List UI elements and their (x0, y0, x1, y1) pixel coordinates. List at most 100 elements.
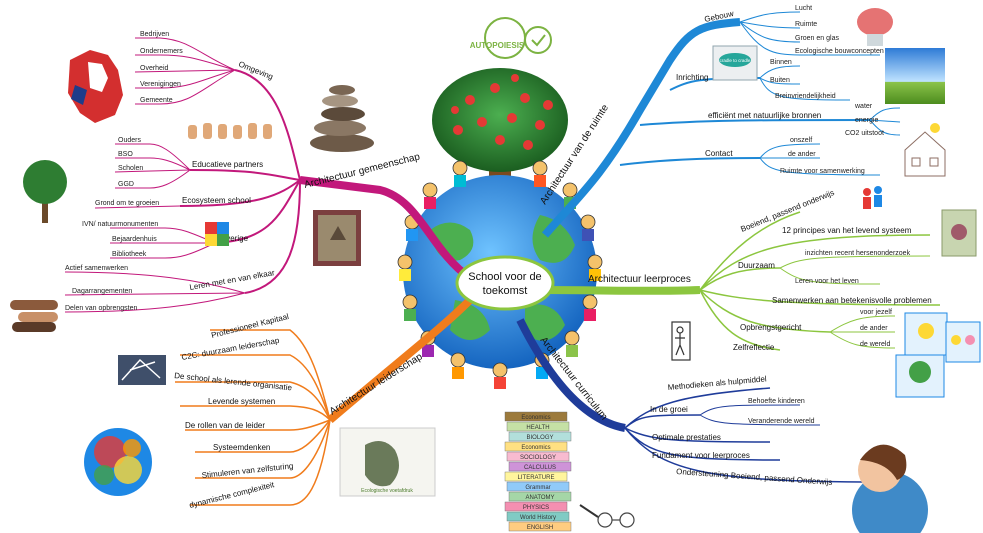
node-omgeving[interactable]: Omgeving (237, 60, 274, 82)
book-title: ANATOMY (525, 495, 554, 501)
branch-curriculum (516, 318, 881, 483)
leaf-energie[interactable]: energie (855, 117, 878, 124)
node-groei[interactable]: In de groei (650, 405, 688, 414)
title-leerproces[interactable]: Architectuur leerproces (588, 274, 691, 285)
leaf-de-wereld[interactable]: de wereld (860, 341, 890, 348)
node-lerende-org[interactable]: De school als lerende organisatie (174, 371, 293, 392)
leaf-de-ander[interactable]: de ander (788, 151, 816, 158)
node-zelfreflectie[interactable]: Zelfreflectie (733, 343, 775, 352)
leaf-overheid[interactable]: Overheid (140, 65, 169, 72)
book-title: HEALTH (526, 425, 549, 431)
apples (451, 74, 553, 150)
girl-image (852, 444, 928, 533)
landscape-image (885, 48, 945, 104)
book-title: LITERATURE (518, 475, 555, 481)
cradle-to-cradle-badge: cradle to cradle (712, 45, 758, 81)
glasses-image (579, 504, 635, 528)
node-principes[interactable]: 12 principes van het levend systeem (782, 226, 912, 235)
node-opbrengst[interactable]: Opbrengstgericht (740, 323, 802, 332)
book-cover-image (941, 209, 977, 257)
leaf-ruimte[interactable]: Ruimte (795, 21, 817, 28)
leaf-eco-bouw[interactable]: Ecologische bouwconcepten (795, 48, 884, 55)
hands-image (10, 300, 58, 332)
leaf-voor-jezelf[interactable]: voor jezelf (860, 309, 892, 316)
leaf-leer-de-ander[interactable]: de ander (860, 325, 888, 332)
node-samenwerken[interactable]: Samenwerken aan betekenisvolle problemen (772, 296, 932, 305)
book-title: CALCULUS (524, 465, 556, 471)
node-zelfsturing[interactable]: Stimuleren van zelfsturing (201, 461, 293, 480)
branch-leerproces (544, 211, 941, 351)
tree-crown (432, 68, 568, 172)
painting-image (313, 210, 361, 266)
leaf-verenigingen[interactable]: Verenigingen (140, 81, 181, 88)
node-efficient[interactable]: efficiënt met natuurlijke bronnen (708, 111, 821, 120)
book-spine (506, 511, 570, 522)
node-c2c[interactable]: C2C: duurzaam leiderschap (181, 336, 281, 362)
node-contact[interactable]: Contact (705, 149, 733, 158)
leaf-bibliotheek[interactable]: Bibliotheek (112, 251, 147, 258)
leaf-ivn[interactable]: IVN/ natuurmonumenten (82, 221, 158, 228)
leaf-co2[interactable]: CO2 uitstoot (845, 130, 884, 137)
node-rollen[interactable]: De rollen van de leider (185, 421, 265, 430)
eco-house-image (904, 123, 946, 177)
footprint-image: Ecologische voetafdruk (339, 427, 436, 497)
leaf-veranderende[interactable]: Veranderende wereld (748, 418, 815, 425)
autopoiesis-logo: AUTOPOIESIS (470, 17, 552, 59)
leaf-scholen[interactable]: Scholen (118, 165, 143, 172)
leaf-dagarrangementen[interactable]: Dagarrangementen (72, 288, 132, 295)
leaf-hersenonderzoek[interactable]: inzichten recent hersenonderzoek (805, 250, 911, 257)
node-prestaties[interactable]: Optimale prestaties (652, 433, 721, 442)
leaf-bedrijven[interactable]: Bedrijven (140, 31, 169, 38)
book-title: SOCIOLOGY (520, 455, 556, 461)
title-leiderschap[interactable]: Architectuur leiderschap (328, 351, 425, 417)
cartoon-panels (895, 312, 981, 398)
leaf-gemeente[interactable]: Gemeente (140, 97, 173, 104)
book-spine (504, 501, 568, 512)
center-node[interactable]: School voor de toekomst (455, 255, 555, 311)
leaf-bejaardenhuis[interactable]: Bejaardenhuis (112, 236, 157, 243)
book-spine (506, 421, 570, 432)
leaf-grond[interactable]: Grond om te groeien (95, 200, 159, 207)
people-image (863, 186, 882, 209)
leaf-ouders[interactable]: Ouders (118, 137, 141, 144)
leaf-groen[interactable]: Groen en glas (795, 35, 839, 42)
node-duurzaam[interactable]: Duurzaam (738, 261, 775, 270)
book-title: Economics (521, 445, 550, 451)
node-overige[interactable]: Overige (220, 234, 249, 243)
leaf-delen[interactable]: Delen van opbrengsten (65, 305, 137, 312)
mirror-image (671, 321, 691, 361)
center-title-line1: School voor de (468, 271, 541, 283)
book-spine (504, 441, 568, 452)
leaf-actief[interactable]: Actief samenwerken (65, 265, 128, 272)
leaf-lucht[interactable]: Lucht (795, 5, 812, 12)
node-ondersteuning[interactable]: Ondersteuning Boeiend, passend Onderwijs (676, 467, 833, 487)
node-ecosysteem[interactable]: Ecosysteem school (182, 196, 251, 205)
node-fundament[interactable]: Fundament voor leerproces (652, 451, 750, 460)
leaf-leven[interactable]: Leren voor het leven (795, 278, 859, 285)
leaf-water[interactable]: water (854, 103, 873, 110)
book-spine (508, 491, 572, 502)
center-title-line2: toekomst (483, 285, 528, 297)
brain-image (857, 8, 893, 46)
leaf-onszelf[interactable]: onszelf (790, 137, 812, 144)
footprint-caption: Ecologische voetafdruk (361, 488, 413, 494)
node-levende[interactable]: Levende systemen (208, 397, 275, 406)
leaf-buiten[interactable]: Buiten (770, 77, 790, 84)
leaf-bso[interactable]: BSO (118, 151, 133, 158)
sphere-image (84, 428, 152, 496)
node-systeemdenken[interactable]: Systeemdenken (213, 443, 270, 452)
node-leren[interactable]: Leren met en van elkaar (189, 268, 276, 292)
leaf-behoefte[interactable]: Behoefte kinderen (748, 398, 805, 405)
node-inrichting[interactable]: Inrichting (676, 73, 708, 82)
leaf-breinvriendelijk[interactable]: Breinvriendelijkheid (775, 93, 836, 100)
leaf-ondernemers[interactable]: Ondernemers (140, 48, 183, 55)
leaf-ruimte-samenwerking[interactable]: Ruimte voor samenwerking (780, 168, 865, 175)
book-spine (508, 431, 572, 442)
puzzle-image (205, 222, 229, 246)
book-title: PHYSICS (523, 505, 549, 511)
node-partners[interactable]: Educatieve partners (192, 160, 263, 169)
leaf-ggd[interactable]: GGD (118, 181, 134, 188)
book-title: World History (520, 515, 556, 521)
stones-image (310, 85, 374, 152)
leaf-binnen[interactable]: Binnen (770, 59, 792, 66)
